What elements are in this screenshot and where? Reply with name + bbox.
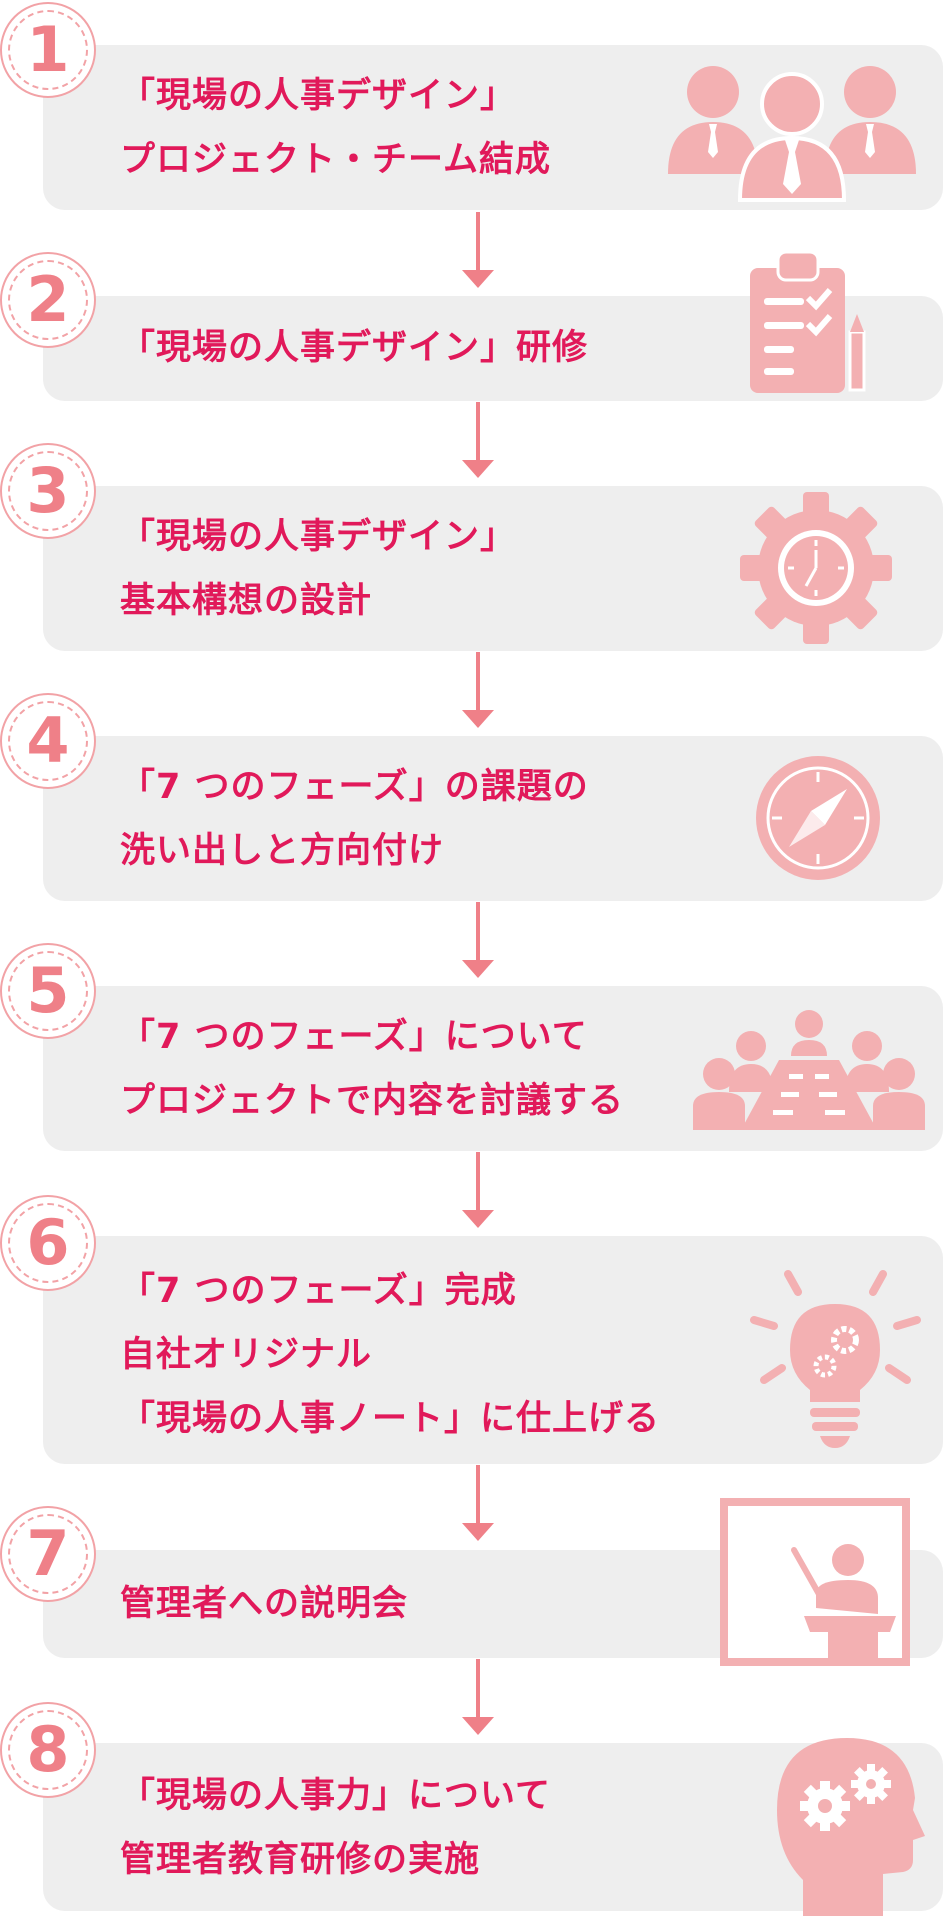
- step-text-3: 「現場の人事デザイン」基本構想の設計: [120, 505, 516, 633]
- step-number-badge-1: 1: [0, 2, 96, 98]
- step-number-badge-8: 8: [0, 1702, 96, 1798]
- step-8-line-2: 管理者教育研修の実施: [120, 1840, 481, 1880]
- flow-arrow-2: [458, 402, 498, 480]
- presentation-icon: [720, 1498, 910, 1666]
- step-6-line-3: 「現場の人事ノート」に仕上げる: [120, 1399, 661, 1439]
- step-text-7: 管理者への説明会: [120, 1572, 408, 1636]
- step-6-line-1: 「7 つのフェーズ」完成: [120, 1271, 517, 1311]
- compass-icon: [755, 755, 881, 881]
- step-4-line-1: 「7 つのフェーズ」の課題の: [120, 767, 589, 807]
- head-gears-icon: [775, 1736, 925, 1918]
- flow-arrow-6: [458, 1465, 498, 1543]
- flow-arrow-3: [458, 652, 498, 730]
- step-number-badge-5: 5: [0, 943, 96, 1039]
- flow-arrow-1: [458, 212, 498, 290]
- step-8-line-1: 「現場の人事力」について: [120, 1776, 551, 1816]
- team-icon: [668, 52, 916, 202]
- step-text-8: 「現場の人事力」について管理者教育研修の実施: [120, 1764, 551, 1892]
- step-text-5: 「7 つのフェーズ」についてプロジェクトで内容を討議する: [120, 1005, 624, 1133]
- step-5-line-1: 「7 つのフェーズ」について: [120, 1017, 588, 1057]
- step-text-6: 「7 つのフェーズ」完成自社オリジナル「現場の人事ノート」に仕上げる: [120, 1259, 660, 1451]
- flow-arrow-5: [458, 1152, 498, 1230]
- step-text-1: 「現場の人事デザイン」プロジェクト・チーム結成: [120, 64, 551, 192]
- flow-arrow-7: [458, 1659, 498, 1737]
- step-1-line-2: プロジェクト・チーム結成: [120, 140, 551, 180]
- step-4-line-2: 洗い出しと方向付け: [120, 831, 445, 871]
- step-number-badge-2: 2: [0, 252, 96, 348]
- meeting-icon: [693, 1006, 925, 1130]
- step-1-line-1: 「現場の人事デザイン」: [120, 76, 517, 116]
- step-3-line-1: 「現場の人事デザイン」: [120, 517, 517, 557]
- clipboard-icon: [750, 250, 875, 398]
- step-5-line-2: プロジェクトで内容を討議する: [120, 1081, 625, 1121]
- step-2-line-1: 「現場の人事デザイン」研修: [120, 328, 589, 368]
- step-number-badge-4: 4: [0, 693, 96, 789]
- gear-clock-icon: [738, 490, 894, 646]
- step-7-line-1: 管理者への説明会: [120, 1584, 409, 1624]
- lightbulb-icon: [748, 1262, 923, 1452]
- step-6-line-2: 自社オリジナル: [120, 1335, 373, 1375]
- step-number-badge-3: 3: [0, 443, 96, 539]
- step-number-badge-7: 7: [0, 1506, 96, 1602]
- flow-arrow-4: [458, 902, 498, 980]
- step-text-2: 「現場の人事デザイン」研修: [120, 316, 588, 380]
- step-3-line-2: 基本構想の設計: [120, 581, 373, 621]
- step-text-4: 「7 つのフェーズ」の課題の洗い出しと方向付け: [120, 755, 589, 883]
- step-number-badge-6: 6: [0, 1195, 96, 1291]
